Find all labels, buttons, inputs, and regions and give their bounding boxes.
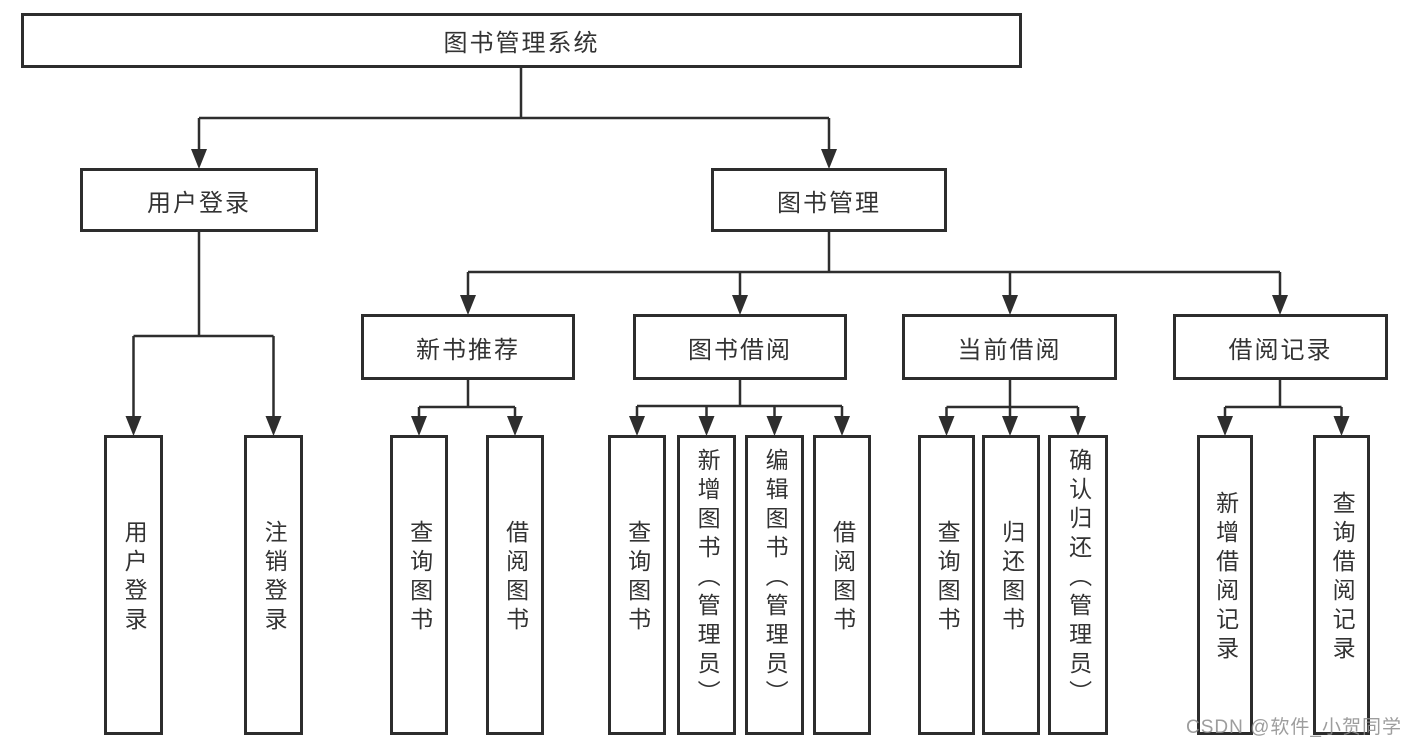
leaf-label: 确认归还（管理员）	[1065, 447, 1092, 709]
arrow-icon	[821, 149, 837, 169]
node-current-borrow: 当前借阅	[902, 314, 1117, 380]
leaf-label: 借阅图书	[502, 520, 529, 636]
leaf-bb-edit-books-admin: 编辑图书（管理员）	[745, 435, 804, 735]
leaf-nbr-query-books: 查询图书	[390, 435, 448, 735]
arrow-icon	[629, 416, 645, 436]
leaf-label: 查询借阅记录	[1329, 491, 1356, 665]
node-book-borrow: 图书借阅	[633, 314, 847, 380]
arrow-icon	[1217, 416, 1233, 436]
arrow-icon	[460, 295, 476, 315]
leaf-br-add-record: 新增借阅记录	[1197, 435, 1253, 735]
leaf-label: 新增图书（管理员）	[694, 447, 721, 709]
leaf-br-query-record: 查询借阅记录	[1313, 435, 1370, 735]
node-borrow-records: 借阅记录	[1173, 314, 1388, 380]
leaf-nbr-borrow-books: 借阅图书	[486, 435, 544, 735]
leaf-user-login: 用户登录	[104, 435, 163, 735]
leaf-label: 查询图书	[624, 520, 651, 636]
arrow-icon	[191, 149, 207, 169]
arrow-icon	[938, 416, 955, 436]
arrow-icon	[125, 416, 142, 436]
arrow-icon	[507, 416, 523, 436]
arrow-icon	[766, 416, 783, 436]
leaf-bb-add-books-admin: 新增图书（管理员）	[677, 435, 736, 735]
connector-records-to-leaves	[1223, 380, 1343, 421]
leaf-label: 查询图书	[934, 520, 961, 636]
leaf-label: 注销登录	[261, 520, 288, 636]
arrow-icon	[698, 416, 715, 436]
connector-currentborrow-to-leaves	[945, 380, 1080, 421]
arrow-icon	[732, 295, 748, 315]
connector-bookmgmt-to-sections	[466, 232, 1282, 300]
connector-newbook-to-leaves	[417, 380, 517, 421]
arrow-icon	[265, 416, 282, 436]
arrowheads	[125, 149, 1350, 436]
leaf-cb-confirm-return-admin: 确认归还（管理员）	[1048, 435, 1108, 735]
leaf-cb-return-books: 归还图书	[982, 435, 1040, 735]
node-new-book-recommend: 新书推荐	[361, 314, 575, 380]
leaf-label: 用户登录	[121, 520, 148, 636]
connector-bookborrow-to-leaves	[635, 380, 844, 421]
leaf-bb-borrow-books: 借阅图书	[813, 435, 871, 735]
arrow-icon	[834, 416, 850, 436]
node-root: 图书管理系统	[21, 13, 1022, 68]
leaf-label: 新增借阅记录	[1212, 491, 1239, 665]
leaf-bb-query-books: 查询图书	[608, 435, 666, 735]
arrow-icon	[1333, 416, 1350, 436]
leaf-label: 归还图书	[998, 520, 1025, 636]
leaf-label: 借阅图书	[829, 520, 856, 636]
arrow-icon	[1002, 416, 1018, 436]
arrow-icon	[1070, 416, 1086, 436]
leaf-cb-query-books: 查询图书	[918, 435, 975, 735]
node-book-management: 图书管理	[711, 168, 947, 232]
leaf-label: 编辑图书（管理员）	[762, 447, 789, 709]
node-user-login: 用户登录	[80, 168, 318, 232]
connector-userlogin-to-leaves	[132, 232, 275, 421]
leaf-label: 查询图书	[406, 520, 433, 636]
arrow-icon	[411, 416, 427, 436]
watermark: CSDN @软件_小贺同学	[1186, 717, 1402, 738]
connector-root-to-level2	[197, 68, 831, 154]
arrow-icon	[1002, 295, 1018, 315]
arrow-icon	[1272, 295, 1288, 315]
leaf-logout: 注销登录	[244, 435, 303, 735]
